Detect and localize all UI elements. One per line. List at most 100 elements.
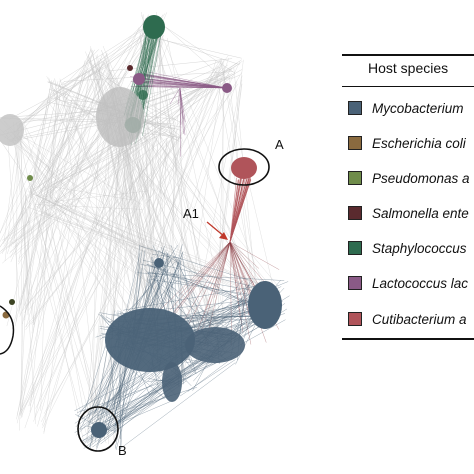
network-edge xyxy=(35,214,107,444)
annotation-a1: A1 xyxy=(183,206,199,221)
legend-label: Pseudomonas a xyxy=(372,170,470,186)
network-edge xyxy=(16,93,55,127)
network-edge xyxy=(4,121,218,351)
cutibacterium-edge xyxy=(201,241,231,322)
network-edge xyxy=(91,135,122,425)
lactococcus-edge xyxy=(139,86,228,89)
network-edge xyxy=(43,132,165,189)
salmonella-node xyxy=(127,65,133,71)
lactococcus-edge xyxy=(133,82,228,89)
mycobacterium-right-cluster xyxy=(248,281,282,329)
legend-label: Salmonella ente xyxy=(372,205,469,221)
legend-label: Escherichia coli xyxy=(372,135,466,151)
mycobacterium-edge xyxy=(158,271,255,305)
network-edge xyxy=(15,140,18,322)
mycobacterium-node xyxy=(154,258,164,268)
network-edge xyxy=(52,198,266,313)
network-edge xyxy=(134,126,222,333)
legend-label: Lactococcus lac xyxy=(372,275,469,291)
network-edge xyxy=(43,71,90,434)
cutibacterium-edge xyxy=(229,241,260,269)
network-edge xyxy=(139,37,204,338)
network-edge xyxy=(36,206,222,332)
network-edge xyxy=(29,80,54,203)
network-edge xyxy=(158,21,223,78)
legend-item: Lactococcus lac xyxy=(348,273,468,293)
network-edge xyxy=(152,41,219,349)
network-edge xyxy=(0,139,49,211)
network-edge xyxy=(24,195,35,326)
network-edge xyxy=(33,193,261,301)
network-edge xyxy=(19,59,90,306)
legend-label: Staphylococcus xyxy=(372,240,467,256)
network-edge xyxy=(59,28,143,82)
mycobacterium-edge xyxy=(137,272,285,281)
legend-label: Mycobacterium xyxy=(372,100,464,116)
legend-item: Cutibacterium a xyxy=(348,309,467,329)
network-edge xyxy=(15,121,85,445)
network-edge xyxy=(48,77,137,341)
network-edge xyxy=(39,210,272,294)
mycobacterium-edge xyxy=(107,319,286,419)
network-edge xyxy=(0,81,59,234)
cutibacterium-edge xyxy=(229,241,240,293)
network-edge xyxy=(177,61,222,141)
network-edge xyxy=(30,14,149,196)
legend-swatch xyxy=(348,206,362,220)
network-edge xyxy=(32,19,147,323)
mycobacterium-edge xyxy=(147,271,254,291)
network-edge xyxy=(206,83,243,355)
network-edge xyxy=(37,64,109,191)
lactococcus-edge xyxy=(142,80,228,89)
staphylococcus-cluster xyxy=(143,15,165,39)
network-edge xyxy=(62,82,263,304)
network-edge xyxy=(29,61,104,196)
cutibacterium-edge xyxy=(229,241,233,268)
network-edge xyxy=(50,99,73,202)
mycobacterium-main-cluster xyxy=(105,308,195,372)
network-edge xyxy=(8,65,110,120)
lactococcus-edge xyxy=(179,87,184,119)
network-edge xyxy=(3,120,158,330)
cutibacterium-edge xyxy=(224,241,231,263)
network-edge xyxy=(29,185,92,423)
network-edge xyxy=(12,212,52,244)
legend-swatch xyxy=(348,312,362,326)
network-edge xyxy=(107,95,114,441)
cutibacterium-edge xyxy=(229,241,250,316)
staphylococcus-subcluster-2 xyxy=(138,90,148,100)
network-edge xyxy=(148,20,163,214)
network-edge xyxy=(0,120,147,268)
gray-cluster-left xyxy=(0,114,24,146)
network-edge xyxy=(16,63,102,416)
network-edge xyxy=(18,24,160,127)
mycobacterium-edge xyxy=(152,271,236,336)
pointer-arrowhead-a1 xyxy=(219,232,228,240)
network-edge xyxy=(18,137,133,415)
network-edge xyxy=(31,93,59,334)
network-edge xyxy=(92,115,124,445)
network-edge xyxy=(162,65,219,137)
network-edge xyxy=(24,117,119,314)
legend-item: Mycobacterium xyxy=(348,98,464,118)
legend-swatch xyxy=(348,101,362,115)
mycobacterium-edge xyxy=(118,362,236,451)
cutibacterium-edge xyxy=(229,241,248,302)
network-edge xyxy=(3,124,20,244)
network-edge xyxy=(61,68,95,86)
cutibacterium-edge xyxy=(156,241,231,314)
network-edge xyxy=(27,191,174,262)
network-edge xyxy=(0,109,115,118)
mycobacterium-edge xyxy=(152,253,180,259)
network-edge xyxy=(134,124,275,291)
network-edge xyxy=(2,130,159,264)
cutibacterium-edge xyxy=(229,241,263,290)
cutibacterium-edge xyxy=(229,176,245,243)
network-edge xyxy=(62,26,154,89)
legend-item: Pseudomonas a xyxy=(348,168,470,188)
mycobacterium-edge xyxy=(121,387,197,412)
network-edge xyxy=(19,103,69,311)
cutibacterium-edge xyxy=(206,241,231,279)
gray-cluster-upper xyxy=(96,87,144,147)
